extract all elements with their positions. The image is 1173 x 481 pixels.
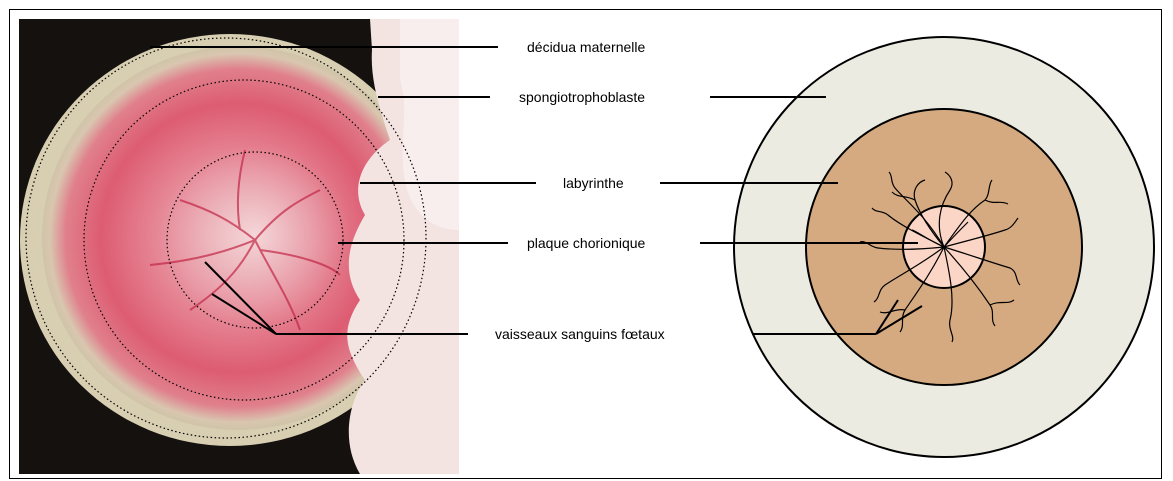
label-decidua-maternelle: décidua maternelle: [527, 39, 645, 55]
label-labyrinthe: labyrinthe: [563, 175, 624, 191]
placenta-schematic: [734, 37, 1154, 457]
placenta-photo: [19, 19, 459, 474]
label-spongiotrophoblaste: spongiotrophoblaste: [519, 89, 645, 105]
label-vaisseaux-sanguins-foetaux: vaisseaux sanguins fœtaux: [495, 326, 665, 342]
label-plaque-chorionique: plaque chorionique: [527, 235, 645, 251]
